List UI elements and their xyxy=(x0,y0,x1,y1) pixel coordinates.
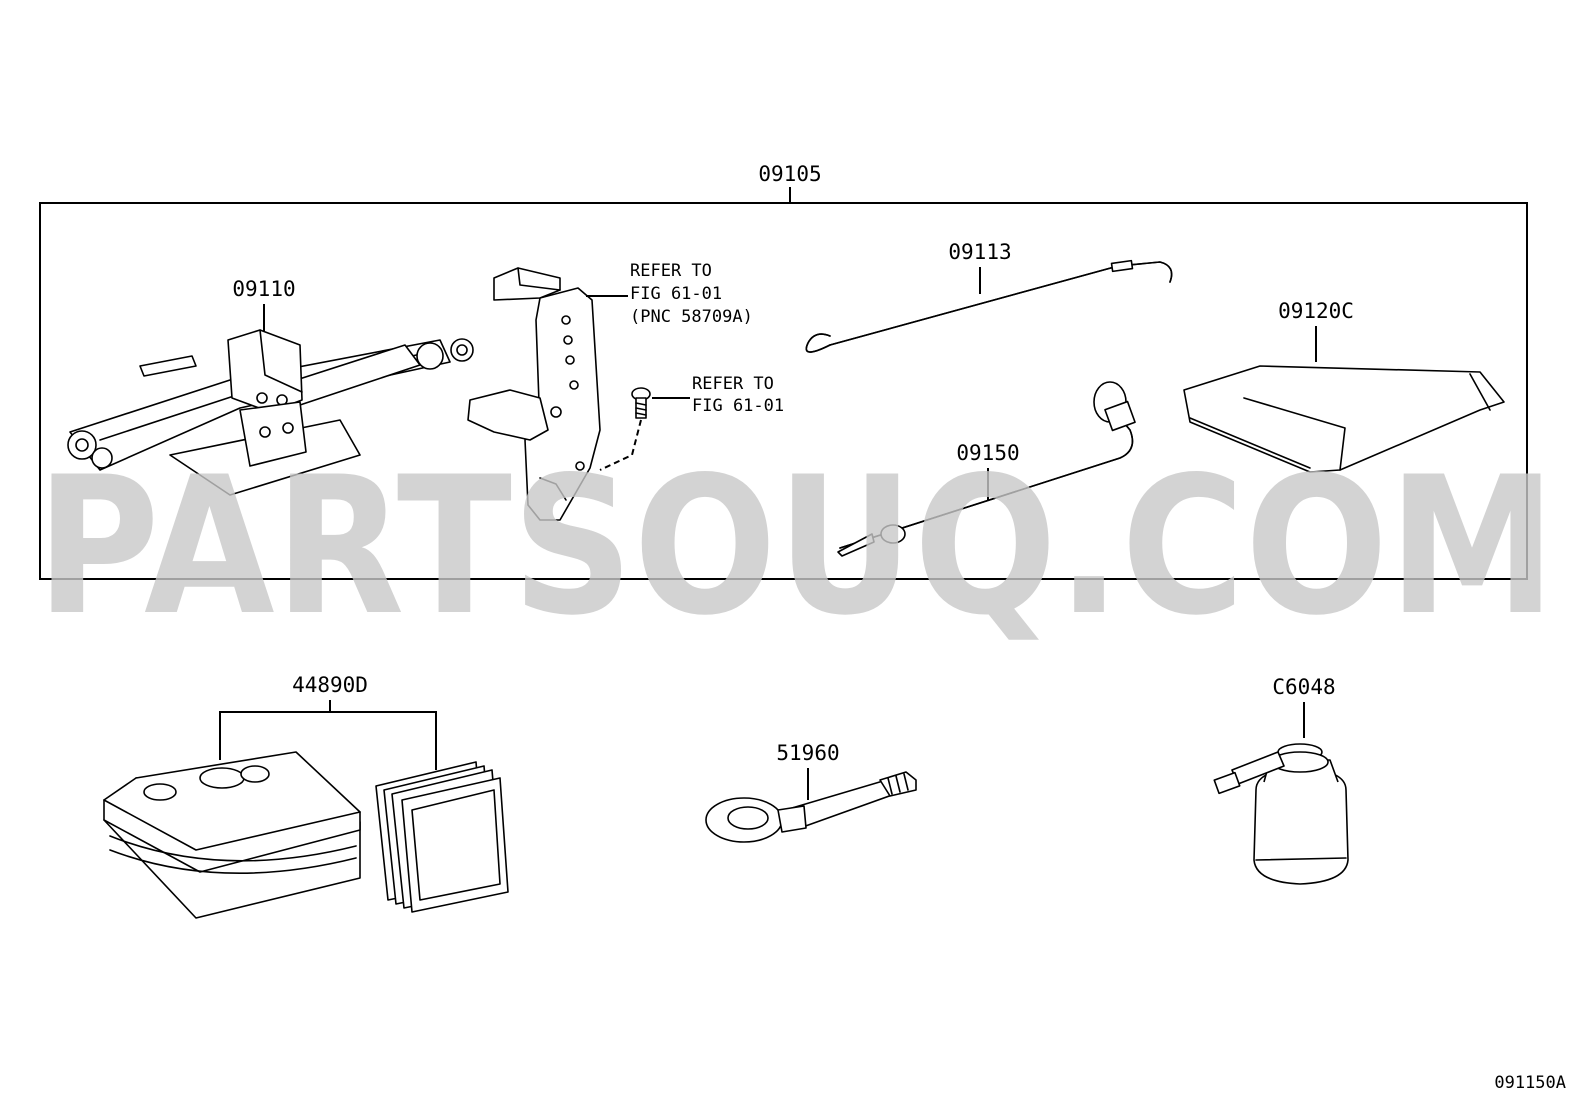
scissor-jack-part[interactable]: 09110 xyxy=(67,277,474,496)
wrench-part-number[interactable]: 09150 xyxy=(956,441,1019,465)
tool-kit-group: 09105 xyxy=(39,162,1528,580)
sealant-part-number[interactable]: C6048 xyxy=(1272,675,1335,699)
sealant-bottle-part[interactable]: C6048 xyxy=(1213,675,1349,885)
bolt-ref-line1: REFER TO xyxy=(692,374,774,394)
jack-part-number[interactable]: 09110 xyxy=(232,277,295,301)
jack-handle-part[interactable]: 09113 xyxy=(805,240,1173,353)
watermark-text: PARTSOUQ.COM xyxy=(36,436,1556,657)
wheel-nut-wrench-part[interactable]: 09150 xyxy=(837,381,1136,557)
bracket-part[interactable]: REFER TO FIG 61-01 (PNC 58709A) xyxy=(467,261,753,521)
bolt-ref-line2: FIG 61-01 xyxy=(692,396,784,416)
jack-handle-part-number[interactable]: 09113 xyxy=(948,240,1011,264)
tool-bag-part[interactable]: 09120C xyxy=(1183,299,1505,473)
repair-kit-part[interactable]: 44890D xyxy=(103,673,509,919)
group-box xyxy=(39,202,1528,580)
towing-hook-part-number[interactable]: 51960 xyxy=(776,741,839,765)
cover-part-number[interactable]: 09120C xyxy=(1278,299,1354,323)
bolt-part[interactable]: REFER TO FIG 61-01 xyxy=(599,374,784,471)
bracket-ref-line3: (PNC 58709A) xyxy=(630,307,753,327)
group-label[interactable]: 09105 xyxy=(758,162,821,186)
bracket-ref-line2: FIG 61-01 xyxy=(630,284,722,304)
towing-hook-part[interactable]: 51960 xyxy=(705,741,917,843)
bracket-ref-line1: REFER TO xyxy=(630,261,712,281)
repair-kit-part-number[interactable]: 44890D xyxy=(292,673,368,697)
figure-code: 091150A xyxy=(1494,1073,1566,1093)
